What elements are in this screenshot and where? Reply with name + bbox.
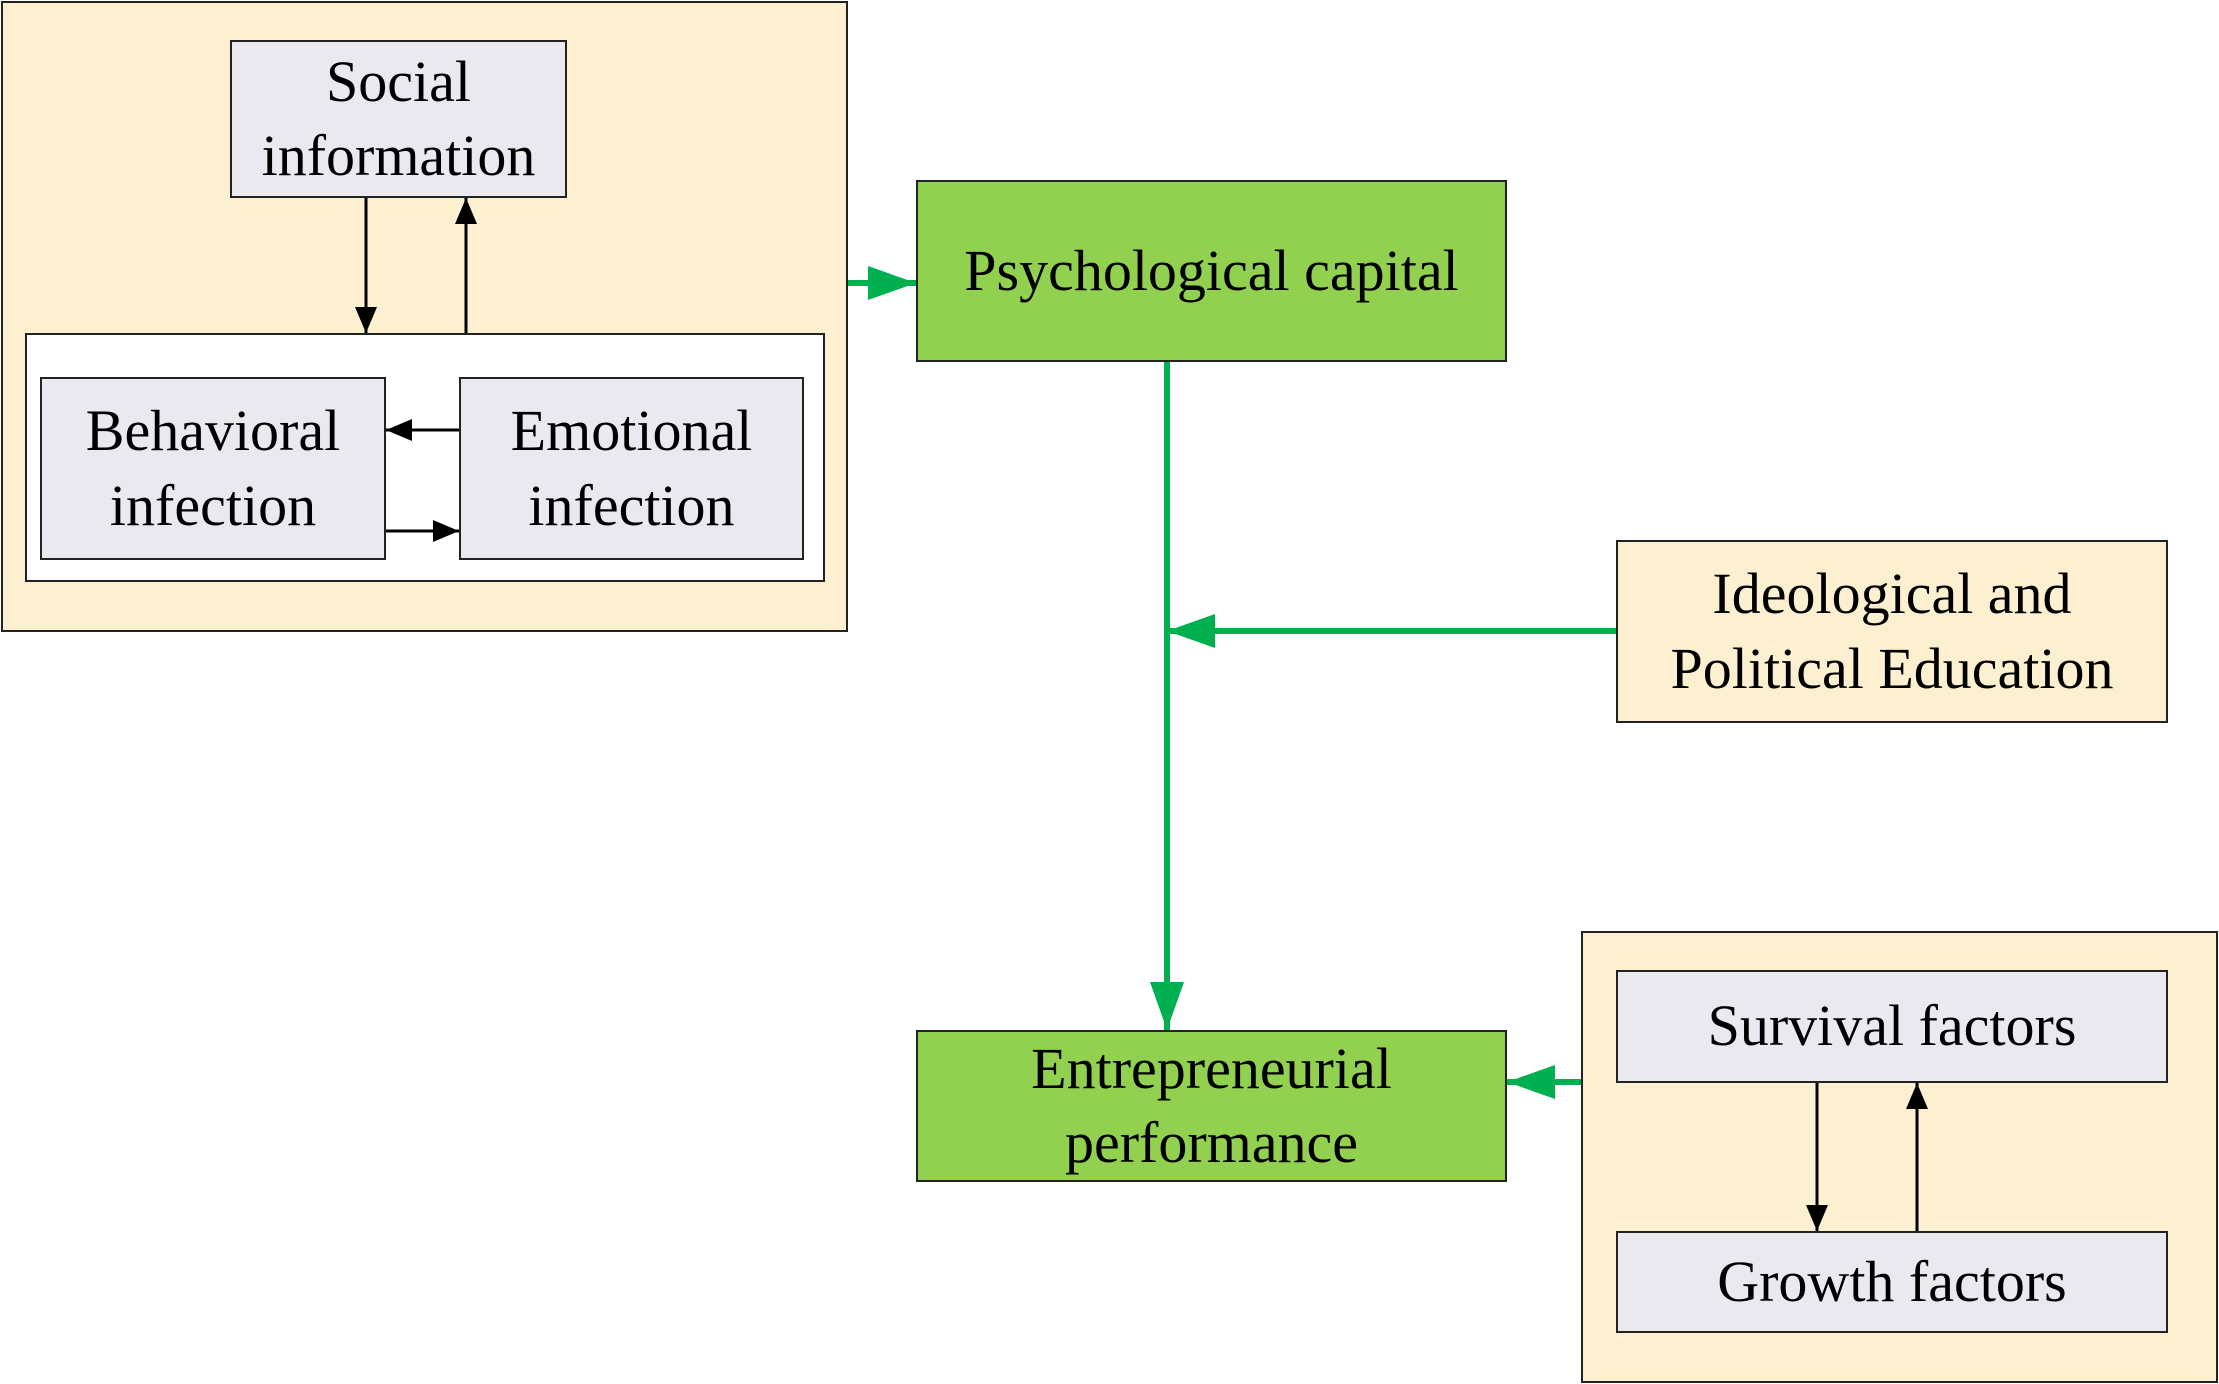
emotional-infection-node: Emotional infection: [459, 377, 804, 560]
ideological-political-education-node: Ideological and Political Education: [1616, 540, 2168, 723]
behavioral-infection-node: Behavioral infection: [40, 377, 386, 560]
growth-factors-label: Growth factors: [1717, 1248, 2067, 1314]
entrepreneurial-performance-label: Entrepreneurial performance: [1031, 1035, 1392, 1175]
psychological-capital-node: Psychological capital: [916, 180, 1507, 362]
emotional-infection-label: Emotional infection: [510, 398, 753, 538]
social-information-node: Social information: [230, 40, 567, 198]
growth-factors-node: Growth factors: [1616, 1231, 2168, 1333]
survival-factors-label: Survival factors: [1707, 993, 2077, 1059]
entrepreneurial-performance-node: Entrepreneurial performance: [916, 1030, 1507, 1182]
social-information-label: Social information: [261, 48, 536, 188]
survival-factors-node: Survival factors: [1616, 970, 2168, 1083]
psychological-capital-label: Psychological capital: [964, 237, 1459, 303]
ideological-political-education-label: Ideological and Political Education: [1670, 561, 2114, 701]
behavioral-infection-label: Behavioral infection: [85, 398, 341, 538]
